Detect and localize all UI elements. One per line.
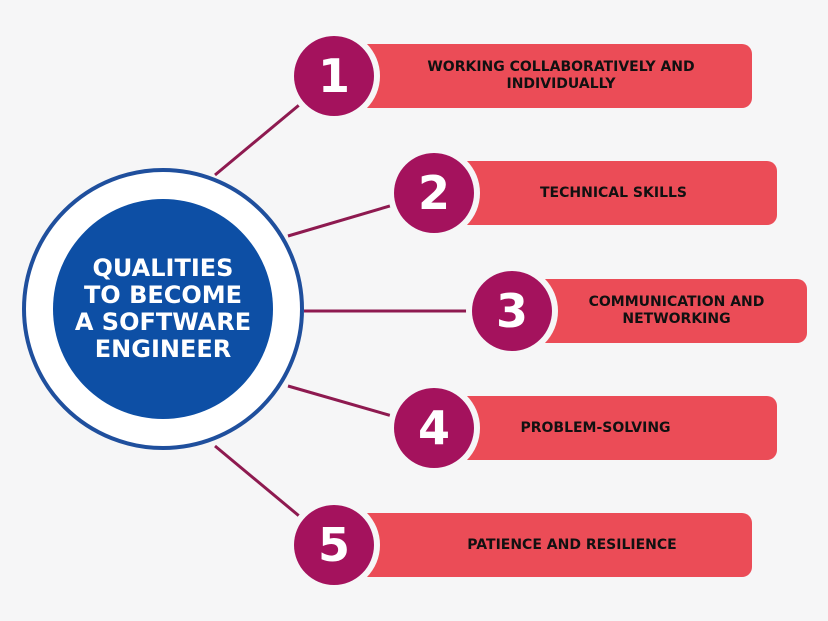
number-badge-4: 4 <box>394 388 474 468</box>
quality-bar-5: PATIENCE AND RESILIENCE <box>350 513 752 577</box>
number-badge-2: 2 <box>394 153 474 233</box>
quality-bar-1: WORKING COLLABORATIVELY AND INDIVIDUALLY <box>350 44 752 108</box>
quality-label-3: COMMUNICATION AND NETWORKING <box>588 294 765 327</box>
quality-bar-3: COMMUNICATION AND NETWORKING <box>530 279 807 343</box>
quality-label-1: WORKING COLLABORATIVELY AND INDIVIDUALLY <box>427 59 695 92</box>
quality-label-2: TECHNICAL SKILLS <box>540 184 687 201</box>
number-badge-1: 1 <box>294 36 374 116</box>
number-badge-3: 3 <box>472 271 552 351</box>
hub-circle: QUALITIES TO BECOME A SOFTWARE ENGINEER <box>53 199 273 419</box>
quality-label-4: PROBLEM-SOLVING <box>520 419 671 436</box>
quality-bar-2: TECHNICAL SKILLS <box>450 161 777 225</box>
number-badge-5: 5 <box>294 505 374 585</box>
quality-label-5: PATIENCE AND RESILIENCE <box>467 536 677 553</box>
hub-title: QUALITIES TO BECOME A SOFTWARE ENGINEER <box>74 254 252 363</box>
quality-bar-4: PROBLEM-SOLVING <box>450 396 777 460</box>
